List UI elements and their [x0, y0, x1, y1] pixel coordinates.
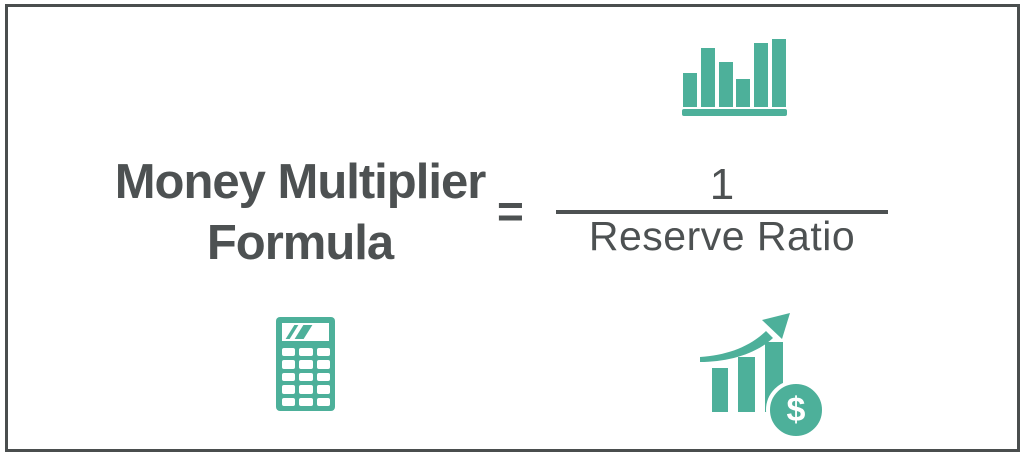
- calculator-key: [299, 360, 313, 369]
- dollar-symbol: $: [786, 391, 806, 429]
- fraction-rule: [556, 210, 888, 214]
- calculator-keys: [282, 348, 330, 406]
- calculator-key: [299, 348, 313, 357]
- bar-chart-icon: [682, 39, 787, 116]
- calculator-key: [316, 397, 330, 406]
- calculator-key: [299, 372, 313, 382]
- bar-chart-baseline: [682, 109, 787, 116]
- calculator-display: [282, 323, 329, 341]
- title-line-2: Formula: [206, 216, 394, 270]
- bar-chart-bars: [683, 39, 786, 107]
- calculator-key: [299, 385, 313, 394]
- bar: [736, 79, 751, 107]
- calculator-key: [316, 385, 330, 394]
- fraction-denominator: Reserve Ratio: [588, 213, 856, 259]
- bar: [771, 39, 786, 107]
- bar: [718, 62, 733, 107]
- calculator-key: [282, 348, 296, 357]
- calculator-key: [316, 360, 330, 369]
- calculator-key: [282, 360, 296, 369]
- dollar-coin-icon: $: [766, 380, 826, 440]
- growth-bar: [738, 357, 755, 412]
- growth-arrow-icon: [700, 313, 790, 362]
- calculator-key: [316, 372, 330, 382]
- calculator-key: [299, 397, 313, 406]
- calculator-icon: [276, 317, 335, 411]
- growth-chart-dollar-icon: $: [698, 308, 833, 443]
- display-slash: [294, 325, 313, 339]
- title-line-1: Money Multiplier: [114, 155, 487, 209]
- outer-frame: [5, 4, 1020, 452]
- bar: [700, 48, 715, 107]
- page-title: Money Multiplier Formula: [85, 152, 515, 274]
- bar: [754, 43, 769, 107]
- calculator-key: [282, 397, 296, 406]
- growth-bar: [712, 368, 728, 412]
- calculator-key: [316, 348, 330, 357]
- fraction-numerator: 1: [709, 160, 735, 209]
- calculator-key: [282, 372, 296, 382]
- equals-sign: =: [497, 185, 524, 237]
- bar: [683, 73, 697, 107]
- calculator-key: [282, 385, 296, 394]
- formula-fraction: 1 Reserve Ratio: [556, 160, 888, 259]
